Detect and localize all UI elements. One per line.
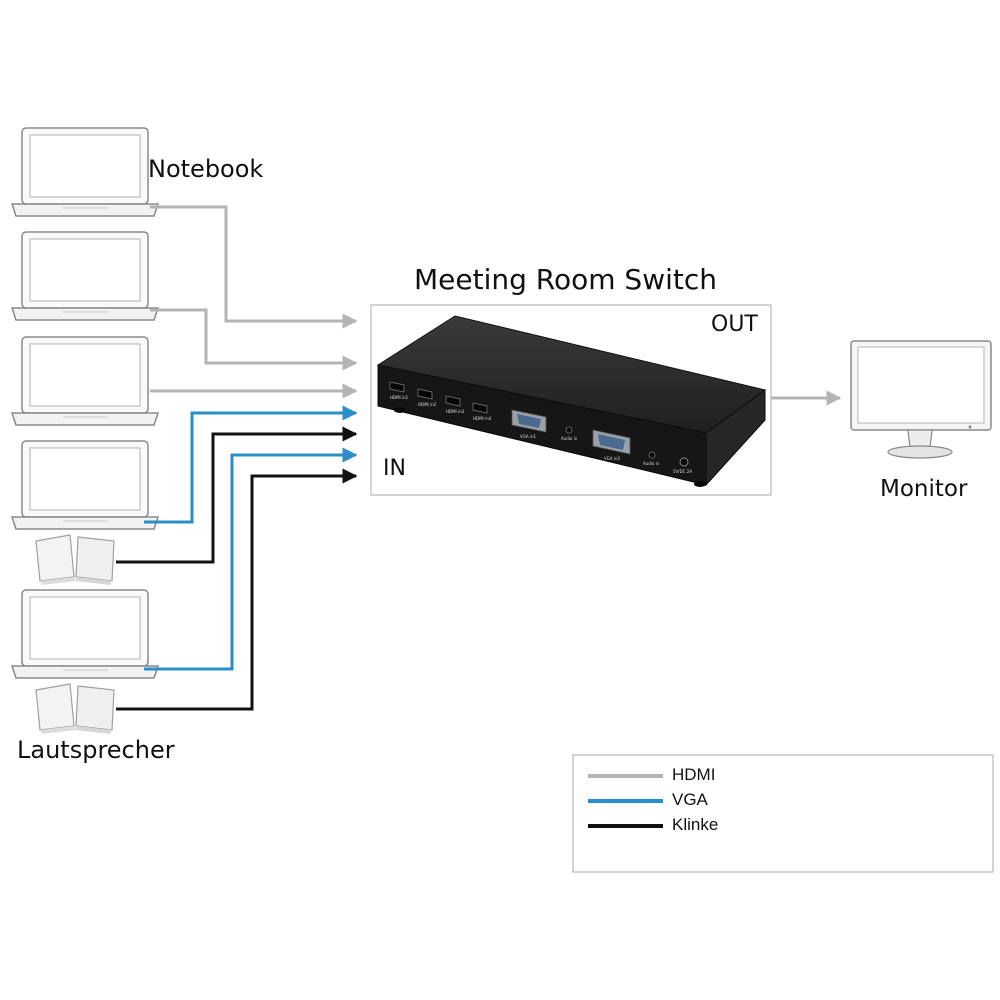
- port-label: VGA in2: [604, 456, 620, 461]
- port-label: VGA in1: [520, 434, 536, 439]
- port-label: Audio in: [643, 461, 660, 466]
- port-label: HDMI in4: [473, 416, 492, 421]
- legend: [572, 754, 994, 873]
- audio-jack-2: [648, 451, 656, 459]
- speaker-pair-1: [35, 534, 115, 585]
- switch-title: Meeting Room Switch: [414, 263, 717, 296]
- speaker-label: Lautsprecher: [17, 736, 175, 764]
- klinke-cable-1: [116, 426, 358, 564]
- notebook-5: [10, 589, 160, 679]
- notebook-4: [10, 440, 160, 530]
- vga-cable-2: [144, 447, 358, 671]
- monitor-label: Monitor: [880, 476, 968, 502]
- hdmi-port-3: [445, 395, 461, 407]
- klinke-cable-2: [116, 468, 358, 711]
- hdmi-port-1: [389, 381, 405, 393]
- hdmi-cable-2: [150, 308, 358, 371]
- hdmi-port-4: [472, 402, 488, 414]
- vga-cable-1: [144, 405, 358, 524]
- legend-hdmi-label: HDMI: [672, 765, 716, 784]
- port-label: 5V/DC 2A: [673, 469, 692, 474]
- port-label: HDMI in1: [390, 395, 409, 400]
- switch-device: HDMI in1 HDMI in2 HDMI in3 HDMI in4 VGA …: [376, 315, 767, 487]
- notebook-2: [10, 231, 160, 321]
- port-label: Audio in: [561, 436, 578, 441]
- monitor: [850, 340, 992, 459]
- vga-port-1: [511, 409, 547, 433]
- audio-jack-1: [565, 426, 573, 434]
- hdmi-cable-1: [150, 205, 358, 329]
- out-label: OUT: [711, 312, 758, 337]
- notebook-label: Notebook: [148, 155, 264, 183]
- port-label: HDMI in2: [418, 402, 437, 407]
- hdmi-port-2: [417, 388, 433, 400]
- speaker-pair-2: [35, 683, 115, 734]
- port-label: HDMI in3: [446, 409, 465, 414]
- notebook-3: [10, 336, 160, 426]
- notebook-1: [10, 127, 160, 217]
- legend-vga-label: VGA: [672, 790, 708, 809]
- vga-port-2: [592, 429, 631, 455]
- legend-klinke-label: Klinke: [672, 815, 719, 834]
- in-label: IN: [383, 456, 406, 481]
- power-port: [679, 457, 689, 467]
